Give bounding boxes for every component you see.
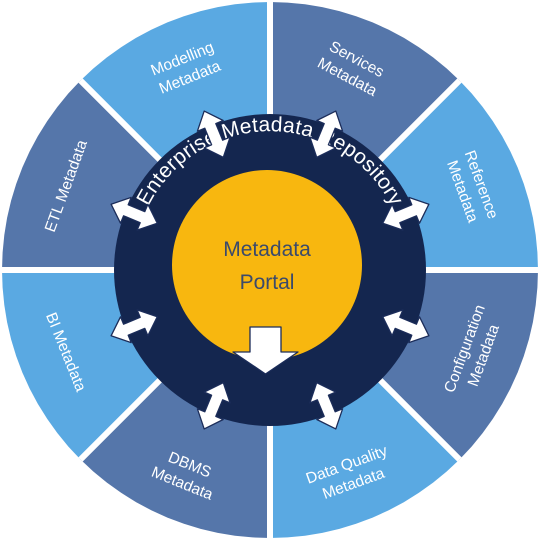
connector-arrow xyxy=(309,110,344,158)
separator-spoke xyxy=(78,78,167,167)
separator-spoke xyxy=(373,78,462,167)
connector-arrow xyxy=(382,309,430,344)
connector-arrow xyxy=(196,382,231,430)
connector-arrow xyxy=(309,382,344,430)
separator-spoke xyxy=(78,373,167,462)
connector-arrow xyxy=(196,110,231,158)
connector-arrow xyxy=(382,196,430,231)
connector-arrows xyxy=(110,110,430,430)
portal-hub xyxy=(172,170,362,360)
portal-hub-line2: Portal xyxy=(240,271,295,294)
connector-arrow xyxy=(110,196,158,231)
connector-arrow xyxy=(110,309,158,344)
portal-hub-line1: Metadata xyxy=(223,238,311,261)
separator-spoke xyxy=(373,373,462,462)
portal-down-arrow xyxy=(232,326,299,375)
